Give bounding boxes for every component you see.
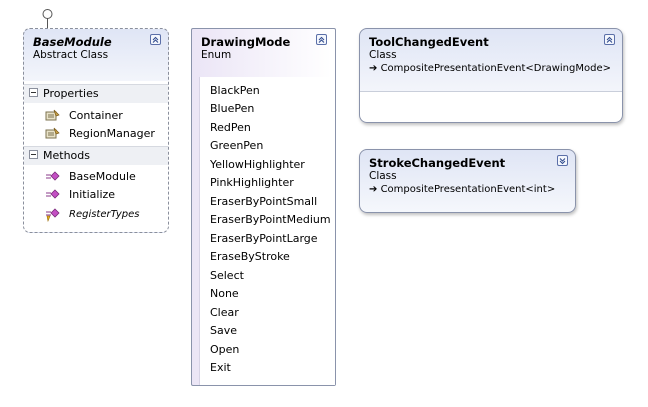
methods-label: Methods: [43, 149, 90, 162]
stroke-changed-event-shape[interactable]: StrokeChangedEvent Class ➔ CompositePres…: [359, 149, 576, 213]
base-module-header: BaseModule Abstract Class: [24, 29, 168, 62]
drawing-mode-title: DrawingMode: [201, 35, 291, 49]
property-name: Container: [69, 109, 123, 122]
drawing-mode-header: DrawingMode Enum: [192, 29, 335, 79]
method-icon: [46, 189, 60, 199]
base-class-name: CompositePresentationEvent<DrawingMode>: [380, 63, 611, 74]
stroke-changed-event-subtitle: Class: [369, 170, 397, 182]
enum-member[interactable]: Save: [210, 324, 238, 337]
enum-member[interactable]: GreenPen: [210, 139, 264, 152]
stroke-changed-event-title: StrokeChangedEvent: [369, 156, 506, 170]
property-row[interactable]: RegionManager: [24, 126, 168, 143]
base-module-shape[interactable]: BaseModule Abstract Class Properties Con…: [23, 28, 169, 233]
method-name: RegisterTypes: [69, 209, 140, 220]
method-row[interactable]: RegisterTypes: [24, 206, 168, 223]
property-icon: [45, 127, 60, 139]
drawing-mode-shape[interactable]: DrawingMode Enum BlackPen BluePen RedPen…: [191, 28, 336, 386]
enum-member[interactable]: YellowHighlighter: [210, 158, 305, 171]
enum-member[interactable]: EraserByPointSmall: [210, 195, 318, 208]
inheritance-arrow-icon: ➔: [369, 63, 378, 74]
method-row[interactable]: BaseModule: [24, 169, 168, 186]
abstract-method-icon: [46, 208, 60, 222]
collapse-section-icon[interactable]: [29, 88, 38, 97]
base-module-subtitle: Abstract Class: [33, 49, 109, 61]
enum-member[interactable]: PinkHighlighter: [210, 176, 294, 189]
chevron-up-icon: [152, 36, 159, 43]
property-icon: [45, 109, 60, 121]
property-name: RegionManager: [69, 127, 155, 140]
chevron-down-icon: [559, 158, 566, 165]
tool-changed-event-base: ➔ CompositePresentationEvent<DrawingMode…: [369, 62, 622, 75]
collapse-section-icon[interactable]: [29, 150, 38, 159]
tool-changed-event-header: ToolChangedEvent Class ➔ CompositePresen…: [360, 29, 622, 75]
properties-label: Properties: [43, 87, 99, 100]
enum-member[interactable]: None: [210, 287, 239, 300]
properties-section-header[interactable]: Properties: [24, 84, 168, 103]
property-row[interactable]: Container: [24, 108, 168, 125]
enum-member[interactable]: EraserByPointMedium: [210, 213, 331, 226]
enum-member[interactable]: Clear: [210, 306, 239, 319]
stroke-changed-event-base: ➔ CompositePresentationEvent<int>: [369, 183, 575, 196]
drawing-mode-subtitle: Enum: [201, 49, 232, 61]
stroke-changed-event-header: StrokeChangedEvent Class ➔ CompositePres…: [360, 150, 575, 196]
method-icon: [46, 171, 60, 181]
enum-member[interactable]: EraserByPointLarge: [210, 232, 318, 245]
chevron-up-icon: [606, 36, 613, 43]
method-name: BaseModule: [69, 170, 136, 183]
enum-member[interactable]: RedPen: [210, 121, 251, 134]
method-row[interactable]: Initialize: [24, 187, 168, 204]
enum-member[interactable]: Exit: [210, 361, 231, 374]
tool-changed-event-subtitle: Class: [369, 49, 397, 61]
collapse-button[interactable]: [150, 34, 161, 45]
tool-changed-event-shape[interactable]: ToolChangedEvent Class ➔ CompositePresen…: [359, 28, 623, 123]
enum-member[interactable]: EraseByStroke: [210, 250, 290, 263]
collapse-button[interactable]: [604, 34, 615, 45]
collapse-button[interactable]: [316, 34, 327, 45]
chevron-up-icon: [318, 36, 325, 43]
inheritance-arrow-icon: ➔: [369, 184, 378, 195]
empty-members-compartment: [360, 91, 622, 92]
method-name: Initialize: [69, 188, 116, 201]
enum-member[interactable]: Open: [210, 343, 240, 356]
methods-section-header[interactable]: Methods: [24, 146, 168, 165]
base-class-name: CompositePresentationEvent<int>: [380, 184, 556, 195]
base-module-title: BaseModule: [33, 35, 112, 49]
enum-member[interactable]: BluePen: [210, 102, 255, 115]
tool-changed-event-title: ToolChangedEvent: [369, 35, 489, 49]
enum-member[interactable]: BlackPen: [210, 84, 260, 97]
enum-members-list: [199, 77, 335, 385]
expand-button[interactable]: [557, 155, 568, 166]
enum-member[interactable]: Select: [210, 269, 244, 282]
